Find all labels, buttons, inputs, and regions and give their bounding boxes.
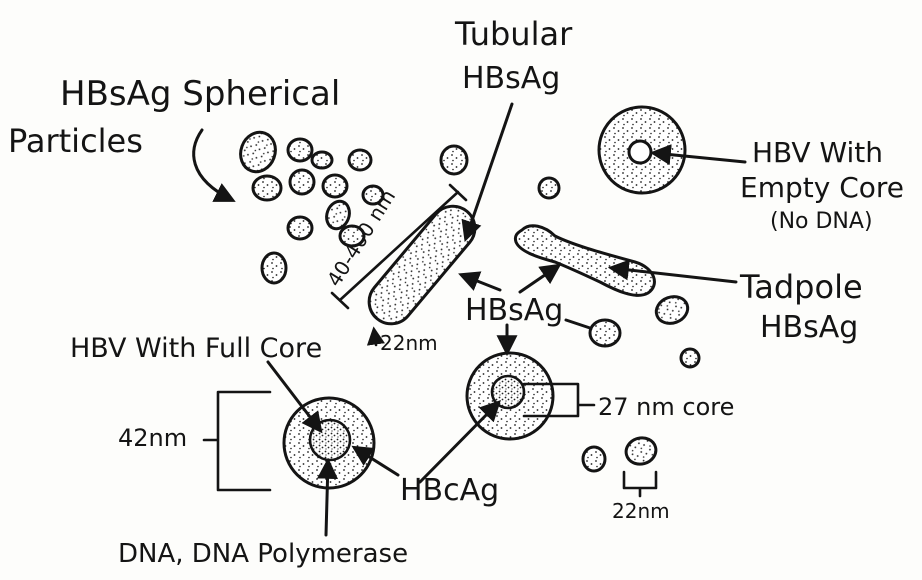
dna-polymerase-label: DNA, DNA Polymerase — [118, 539, 408, 569]
empty-core-label-line1: HBV With — [752, 136, 883, 169]
diameter-label: 42nm — [118, 424, 187, 452]
empty-core-label-line3: (No DNA) — [770, 209, 873, 234]
tubular-width-label: 22nm — [380, 331, 438, 355]
spherical-particles-label-line1: HBsAg Spherical — [60, 74, 340, 114]
hbv-center-particle — [467, 353, 553, 439]
spherical-particles-label-line2: Particles — [8, 122, 143, 160]
hbsag-center-label: HBsAg — [465, 293, 563, 328]
tadpole-label-line1: Tadpole — [739, 268, 863, 306]
tadpole-label-line2: HBsAg — [760, 310, 858, 345]
tubular-label-line2: HBsAg — [462, 61, 560, 96]
hbcag-label: HBcAg — [400, 473, 499, 508]
tadpole-hbsag-particle — [515, 226, 654, 296]
tubular-label-line1: Tubular — [454, 15, 573, 53]
core-size-label: 27 nm core — [598, 393, 734, 421]
full-core-label: HBV With Full Core — [70, 333, 322, 364]
hbv-empty-core-particle — [599, 107, 685, 193]
particle-size-label: 22nm — [612, 499, 670, 523]
empty-core-label-line2: Empty Core — [740, 171, 904, 204]
